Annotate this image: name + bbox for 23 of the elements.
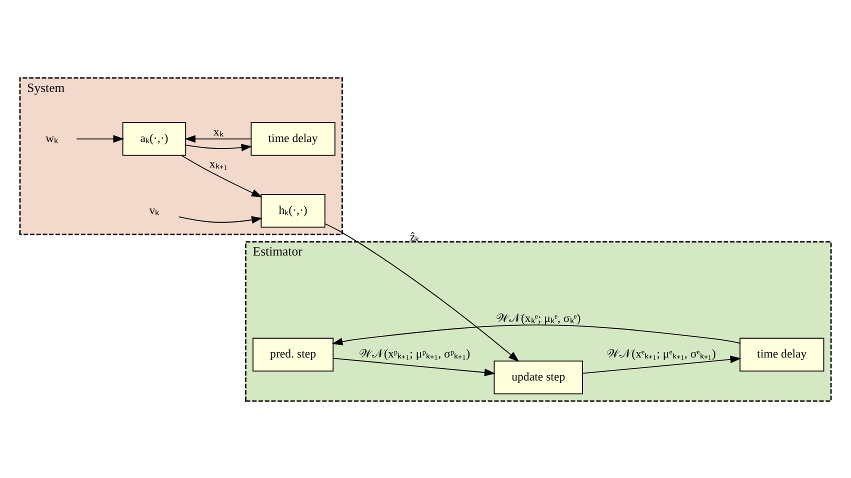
edge-label: ẑₖ xyxy=(410,228,420,243)
node-box: time delay xyxy=(250,122,336,156)
edge-label: 𝒲𝒩(xᵖₖ₊₁; μᵖₖ₊₁, σᵖₖ₊₁) xyxy=(359,346,470,360)
edge-label: 𝒲𝒩(xₖᵉ; μₖᵉ, σₖᵉ) xyxy=(496,310,581,325)
node-text: vₖ xyxy=(149,202,160,216)
edge-label: xₖ xyxy=(213,124,224,138)
arrow xyxy=(181,154,262,197)
edge-label: xₖ₊₁ xyxy=(209,156,228,170)
edge-label: 𝒲𝒩(xᵉₖ₊₁; μᵉₖ₊₁, σᵉₖ₊₁) xyxy=(606,346,716,360)
node-box: time delay xyxy=(740,337,824,371)
node-text: wₖ xyxy=(46,130,58,145)
node-box: update step xyxy=(494,360,583,394)
arrow xyxy=(184,134,252,142)
node-box: pred. step xyxy=(252,337,334,371)
node-box: aₖ(·,·) xyxy=(122,122,186,156)
arrow xyxy=(185,143,252,151)
node-box: hₖ(·,·) xyxy=(260,193,326,228)
arrow xyxy=(332,324,740,345)
arrow xyxy=(76,134,124,142)
arrow xyxy=(324,222,520,362)
arrow xyxy=(178,216,263,224)
arrow xyxy=(582,355,742,374)
arrow xyxy=(332,357,496,376)
